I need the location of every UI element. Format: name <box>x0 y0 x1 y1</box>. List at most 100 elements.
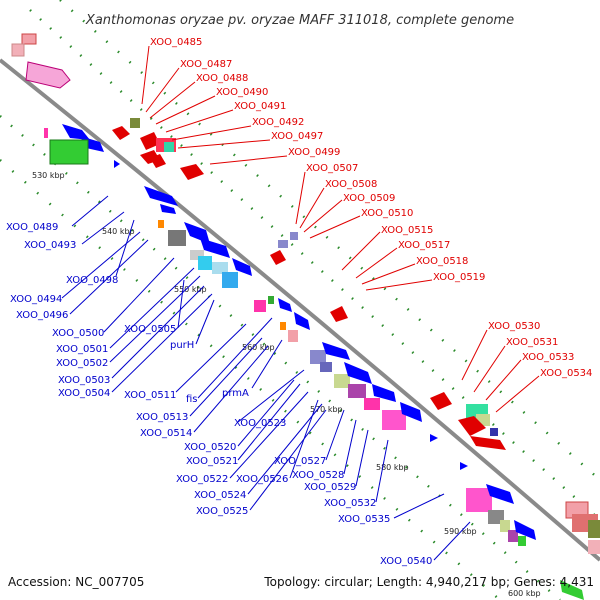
gene-label[interactable]: XOO_0502 <box>56 358 108 369</box>
gene-label[interactable]: XOO_0527 <box>274 456 326 467</box>
gene-arrow[interactable] <box>470 436 506 450</box>
gene-label[interactable]: XOO_0507 <box>306 163 358 174</box>
gene-arrow[interactable] <box>25 61 71 89</box>
gene-block[interactable] <box>466 488 492 512</box>
gene-block[interactable] <box>382 410 406 430</box>
gene-block[interactable] <box>164 142 174 152</box>
gene-label[interactable]: XOO_0520 <box>184 442 236 453</box>
gene-block[interactable] <box>21 33 37 45</box>
gene-block[interactable] <box>288 330 298 342</box>
gene-label[interactable]: XOO_0514 <box>140 428 192 439</box>
gene-block[interactable] <box>320 362 332 372</box>
gene-block[interactable] <box>310 350 326 364</box>
gene-label[interactable]: XOO_0522 <box>176 474 228 485</box>
gene-block[interactable] <box>278 240 288 248</box>
gene-arrow[interactable] <box>294 312 310 330</box>
gene-arrow[interactable] <box>372 384 396 402</box>
gene-label[interactable]: XOO_0519 <box>433 272 485 283</box>
gene-label[interactable]: XOO_0523 <box>234 418 286 429</box>
gene-label[interactable]: XOO_0487 <box>180 59 232 70</box>
gene-block[interactable] <box>490 428 498 436</box>
gene-arrow[interactable] <box>150 154 166 168</box>
gene-label[interactable]: XOO_0501 <box>56 344 108 355</box>
gene-arrow[interactable] <box>460 462 468 470</box>
gene-arrow[interactable] <box>200 238 230 258</box>
gene-label[interactable]: XOO_0528 <box>292 470 344 481</box>
gene-label[interactable]: XOO_0498 <box>66 275 118 286</box>
gene-arrow[interactable] <box>144 186 178 206</box>
gene-label[interactable]: XOO_0491 <box>234 101 286 112</box>
gene-label[interactable]: XOO_0515 <box>381 225 433 236</box>
gene-block[interactable] <box>168 230 186 246</box>
gene-label[interactable]: XOO_0497 <box>271 131 323 142</box>
gene-label[interactable]: XOO_0493 <box>24 240 76 251</box>
gene-label[interactable]: XOO_0500 <box>52 328 104 339</box>
gene-block[interactable] <box>364 398 380 410</box>
gene-arrow[interactable] <box>184 222 210 244</box>
gene-block[interactable] <box>198 256 212 270</box>
gene-label[interactable]: XOO_0490 <box>216 87 268 98</box>
gene-block[interactable] <box>290 232 298 240</box>
gene-label[interactable]: XOO_0530 <box>488 321 540 332</box>
gene-block[interactable] <box>190 250 204 260</box>
gene-block[interactable] <box>280 322 286 330</box>
gene-block[interactable] <box>158 220 164 228</box>
gene-label[interactable]: XOO_0526 <box>236 474 288 485</box>
gene-block[interactable] <box>334 374 350 388</box>
gene-label[interactable]: XOO_0517 <box>398 240 450 251</box>
gene-label[interactable]: XOO_0524 <box>194 490 246 501</box>
gene-arrow[interactable] <box>560 580 584 600</box>
gene-block[interactable] <box>508 530 518 542</box>
gene-label[interactable]: XOO_0488 <box>196 73 248 84</box>
gene-arrow[interactable] <box>400 402 422 422</box>
gene-arrow[interactable] <box>344 362 372 384</box>
gene-label[interactable]: purH <box>170 340 194 351</box>
gene-block[interactable] <box>44 128 48 138</box>
gene-block[interactable] <box>500 520 510 532</box>
gene-label[interactable]: XOO_0532 <box>324 498 376 509</box>
gene-label[interactable]: XOO_0510 <box>361 208 413 219</box>
gene-block[interactable] <box>222 272 238 288</box>
gene-label[interactable]: XOO_0492 <box>252 117 304 128</box>
gene-label[interactable]: XOO_0511 <box>124 390 176 401</box>
gene-label[interactable]: XOO_0485 <box>150 37 202 48</box>
gene-arrow[interactable] <box>514 520 536 540</box>
gene-label[interactable]: prmA <box>222 388 249 399</box>
gene-block[interactable] <box>588 520 600 538</box>
gene-block[interactable] <box>268 296 274 304</box>
gene-arrow[interactable] <box>62 124 90 140</box>
gene-label[interactable]: XOO_0540 <box>380 556 432 567</box>
gene-arrow[interactable] <box>430 434 438 442</box>
gene-label[interactable]: XOO_0496 <box>16 310 68 321</box>
gene-label[interactable]: XOO_0494 <box>10 294 62 305</box>
gene-label[interactable]: XOO_0534 <box>540 368 592 379</box>
gene-label[interactable]: XOO_0504 <box>58 388 110 399</box>
gene-block[interactable] <box>49 139 89 165</box>
gene-arrow[interactable] <box>270 250 286 265</box>
gene-label[interactable]: XOO_0533 <box>522 352 574 363</box>
gene-arrow[interactable] <box>278 298 292 312</box>
gene-label[interactable]: XOO_0509 <box>343 193 395 204</box>
gene-label[interactable]: XOO_0531 <box>506 337 558 348</box>
gene-block[interactable] <box>212 262 228 274</box>
gene-block[interactable] <box>130 118 140 128</box>
gene-arrow[interactable] <box>486 484 514 504</box>
gene-label[interactable]: XOO_0505 <box>124 324 176 335</box>
gene-label[interactable]: XOO_0529 <box>304 482 356 493</box>
gene-arrow[interactable] <box>232 258 252 276</box>
gene-label[interactable]: XOO_0489 <box>6 222 58 233</box>
gene-arrow[interactable] <box>114 160 120 168</box>
gene-label[interactable]: fis <box>186 394 198 405</box>
gene-arrow[interactable] <box>322 342 350 360</box>
gene-label[interactable]: XOO_0535 <box>338 514 390 525</box>
gene-block[interactable] <box>588 540 600 554</box>
gene-arrow[interactable] <box>112 126 130 140</box>
gene-arrow[interactable] <box>140 132 160 150</box>
gene-arrow[interactable] <box>180 164 204 180</box>
gene-arrow[interactable] <box>330 306 348 322</box>
gene-label[interactable]: XOO_0508 <box>325 179 377 190</box>
gene-block[interactable] <box>11 43 25 57</box>
gene-label[interactable]: XOO_0499 <box>288 147 340 158</box>
gene-label[interactable]: XOO_0518 <box>416 256 468 267</box>
gene-block[interactable] <box>348 384 366 398</box>
